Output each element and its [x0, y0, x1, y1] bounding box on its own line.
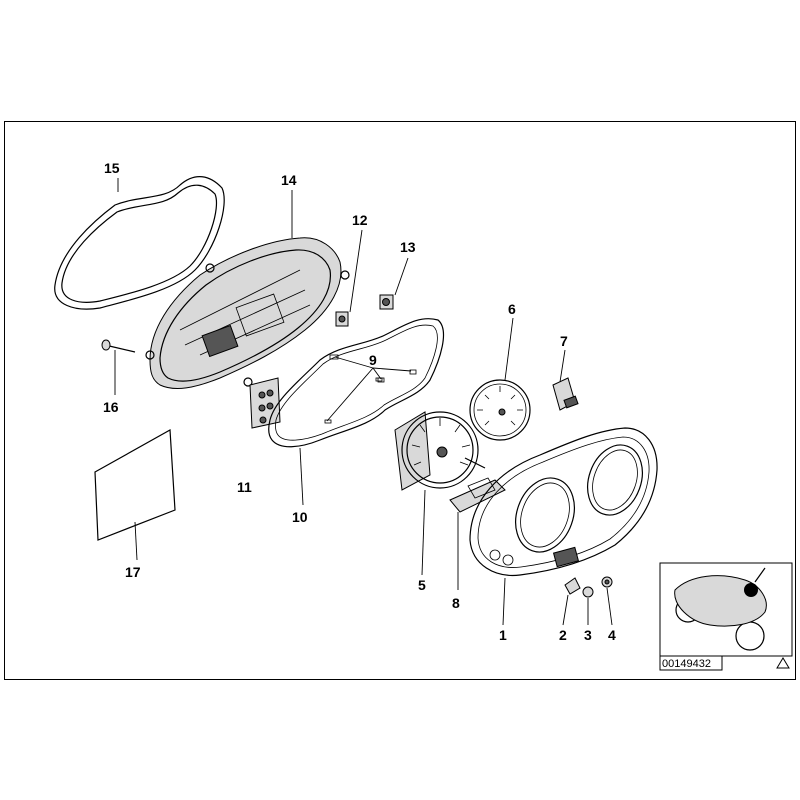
part-16-screw[interactable] — [101, 339, 136, 353]
part-15-gasket[interactable] — [54, 176, 225, 310]
part-6-tachometer-dial[interactable] — [469, 379, 531, 441]
part-4-screw[interactable] — [601, 576, 613, 588]
label-14: 14 — [281, 172, 297, 188]
label-11: 11 — [237, 479, 252, 495]
diagram-code-box — [659, 655, 723, 671]
part-17-sheet[interactable] — [94, 429, 176, 541]
part-8-bracket[interactable] — [449, 477, 506, 513]
label-2: 2 — [559, 627, 567, 643]
part-9-pins[interactable] — [329, 354, 417, 383]
label-13: 13 — [400, 239, 416, 255]
label-10: 10 — [292, 509, 308, 525]
part-2-bulb[interactable] — [564, 577, 581, 595]
label-5: 5 — [418, 577, 426, 593]
label-4: 4 — [608, 627, 616, 643]
part-1-front-housing[interactable] — [469, 427, 658, 577]
motorcycle-inset-thumbnail — [659, 562, 793, 657]
label-1: 1 — [499, 627, 507, 643]
part-12-grommet[interactable] — [335, 311, 349, 327]
part-14-housing[interactable] — [145, 237, 350, 389]
leader-lines — [114, 178, 613, 626]
label-9: 9 — [369, 352, 377, 368]
label-12: 12 — [352, 212, 368, 228]
part-11-contact-plate[interactable] — [249, 377, 281, 429]
diagram-code: 00149432 — [662, 658, 711, 670]
label-7: 7 — [560, 333, 568, 349]
part-13-grommet[interactable] — [379, 294, 394, 310]
warning-triangle-icon — [776, 657, 790, 669]
label-3: 3 — [584, 627, 592, 643]
label-15: 15 — [104, 160, 120, 176]
label-17: 17 — [125, 564, 141, 580]
label-16: 16 — [103, 399, 119, 415]
part-5-speedometer-dial[interactable] — [394, 411, 486, 491]
diagram-frame — [4, 121, 796, 680]
part-3-cap[interactable] — [582, 586, 594, 598]
label-6: 6 — [508, 301, 516, 317]
label-8: 8 — [452, 595, 460, 611]
part-7-connector[interactable] — [552, 377, 579, 411]
